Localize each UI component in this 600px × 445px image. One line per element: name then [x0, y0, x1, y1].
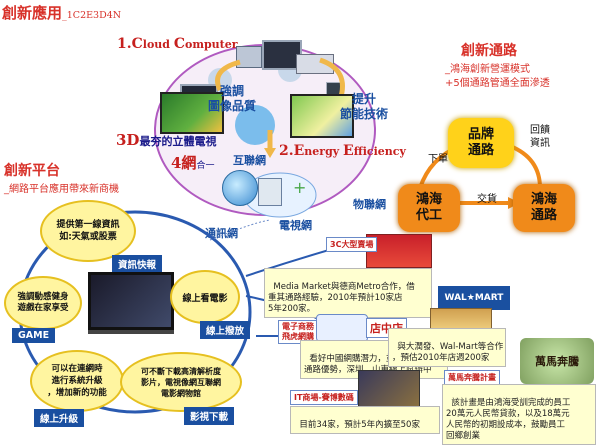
comm-net-label: 通訊網	[205, 227, 238, 240]
label-feedback: 回饋 資訊	[530, 125, 550, 149]
foxconn-channel-text: 鴻海 通路	[530, 192, 557, 223]
info-text: 提供第一線資訊 如:天氣或股票	[56, 220, 120, 242]
internet-label: 互聯網	[233, 154, 266, 167]
online-play-tag: 線上撥放	[200, 321, 251, 339]
online-movie-text: 線上看電影	[182, 293, 228, 304]
it-store-image	[358, 370, 420, 408]
page-title-code: _1C2E3D4N	[62, 10, 122, 21]
download-node: 可不斷下載高清解析度 影片，電視像網互聯網 電影網物館	[120, 352, 242, 412]
download-tag: 影視下載	[184, 407, 235, 425]
device-icon	[258, 178, 282, 206]
tv-net-label: 電視網	[279, 219, 312, 232]
wm-logo-image: 萬馬奔騰	[520, 338, 594, 384]
iot-label: 物聯網	[353, 198, 386, 211]
download-text: 可不斷下載高清解析度 影片，電視像網互聯網 電影網物館	[141, 366, 221, 398]
foxconn-oem-text: 鴻海 代工	[415, 192, 442, 223]
info-node: 提供第一線資訊 如:天氣或股票	[40, 200, 136, 262]
label-trade: 交貨	[477, 194, 497, 205]
3c-tag: 3C大型賣場	[326, 237, 378, 252]
energy-e1: E	[293, 143, 305, 159]
ehu-logo	[316, 314, 368, 342]
plus-icon: +	[293, 178, 307, 197]
tv-screen-image	[88, 272, 174, 330]
channel-title: 創新通路	[461, 43, 517, 59]
platform-subtitle: _網路平台應用帶來新商機	[4, 184, 119, 195]
platform-title: 創新平台	[4, 163, 60, 179]
walmart-logo: WAL★MART	[438, 286, 510, 310]
energy-tech-label: 提升 節能技術	[340, 92, 389, 121]
upgrade-text: 可以在連網時 進行系統升級 ，增加新的功能	[47, 364, 107, 398]
energy-e2: E	[343, 143, 354, 159]
foxconn-channel-node: 鴻海 通路	[513, 184, 575, 232]
3c-card: Media Market與德商Metro合作，借 重其通路經驗，2010年預計1…	[264, 268, 432, 318]
cloud-c1: C	[131, 36, 143, 52]
page-title: 創新應用_1C2E3D4N	[2, 2, 121, 23]
3d-tv-image	[160, 92, 224, 134]
it-tag: IT商場-賽博數碼	[290, 390, 358, 405]
energy-efficiency-label: 2.Energy Efficiency	[279, 140, 406, 159]
cloud-omputer: omputer	[184, 38, 238, 51]
cloud-num: 1.	[117, 36, 132, 52]
store-text: 與大潤發、Wal-Mart等合作 ，預估2010年店週200家	[392, 342, 504, 363]
channel-subtitle-2: +5個通路管通全面滲透	[445, 78, 550, 89]
3d-text: 最夯的立體電視	[139, 135, 217, 148]
four-net-he: 合一	[196, 161, 215, 171]
brand-channel-node: 品牌 通路	[448, 118, 514, 168]
brand-channel-text: 品牌 通路	[467, 127, 494, 158]
upgrade-node: 可以在連網時 進行系統升級 ，增加新的功能	[30, 350, 124, 412]
wm-card: 該計畫是由鴻海受訓完成的員工 20萬元人民幣貸款，以及18萬元 人民幣的初期設成…	[442, 384, 596, 445]
cloud-c2: C	[173, 36, 185, 52]
cloud-computer-label: 1.Cloud Computer	[117, 33, 238, 52]
four-net: 4網	[171, 154, 197, 172]
energy-num: 2.	[279, 143, 294, 159]
3d-num: 3D	[116, 131, 140, 149]
info-tag: 資訊快報	[112, 255, 163, 273]
label-down: 下單	[428, 154, 448, 165]
upgrade-tag: 線上升級	[34, 409, 85, 427]
wm-text: 該計畫是由鴻海受訓完成的員工 20萬元人民幣貸款，以及18萬元 人民幣的初期設成…	[446, 398, 571, 441]
energy-fficiency: fficiency	[353, 145, 406, 158]
health-text: 強調動感健身 遊戲在家享受	[17, 292, 69, 313]
channel-subtitle-1: _鴻海創新營運模式	[445, 64, 530, 75]
four-net-label: 4網合一	[171, 152, 214, 173]
page-title-main: 創新應用	[2, 4, 63, 22]
ecom-tag: 電子商務 飛虎網購	[278, 320, 318, 344]
energy-nergy: nergy	[304, 145, 344, 158]
store-card: 與大潤發、Wal-Mart等合作 ，預估2010年店週200家	[388, 328, 506, 367]
3d-tv-label: 3D最夯的立體電視	[116, 130, 216, 149]
it-text: 目前34家，預計5年內擴至50家	[299, 420, 420, 430]
3c-text: Media Market與德商Metro合作，借 重其通路經驗，2010年預計1…	[268, 282, 415, 314]
online-movie-node: 線上看電影	[170, 270, 240, 324]
health-node: 強調動感健身 遊戲在家享受	[4, 276, 82, 330]
foxconn-oem-node: 鴻海 代工	[398, 184, 460, 232]
game-tag: GAME	[12, 328, 56, 343]
cloud-loud: loud	[142, 38, 174, 51]
globe-icon	[222, 170, 258, 206]
server-icon	[236, 46, 262, 68]
image-quality-label: 強調 圖像品質	[208, 84, 257, 113]
wm-tag: 萬馬奔騰計畫	[444, 370, 500, 385]
energy-tv-image	[290, 94, 354, 138]
it-card: 目前34家，預計5年內擴至50家	[290, 406, 440, 434]
